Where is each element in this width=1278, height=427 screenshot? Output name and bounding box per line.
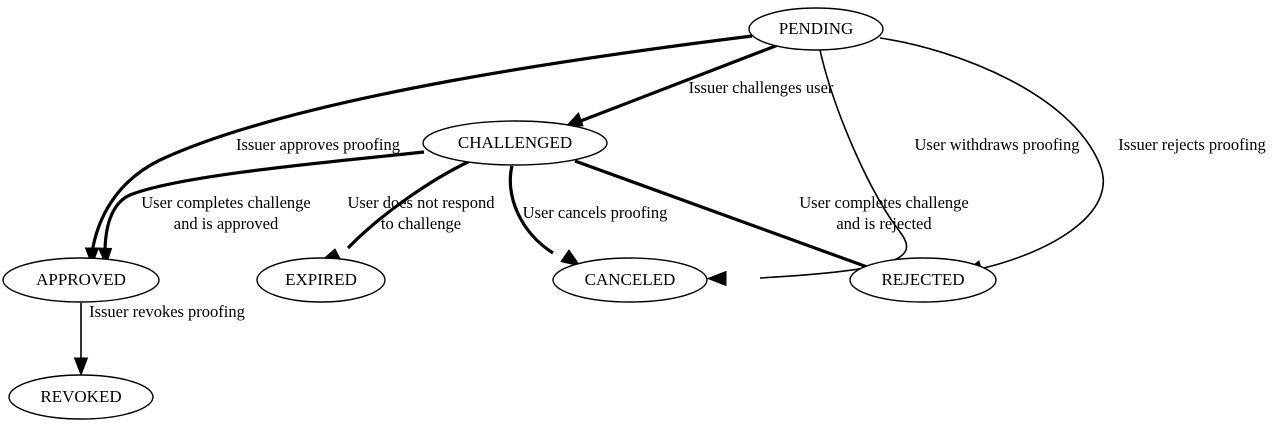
edge-challenged-approved: [97, 150, 425, 267]
edge-pending-approved: [84, 34, 753, 267]
node-challenged[interactable]: CHALLENGED: [422, 120, 608, 166]
edge-pending-rejected-path: [879, 37, 1104, 271]
arrowhead-challenged-approved: [97, 247, 113, 267]
edge-label-challenged-expired-line1: User does not respond: [347, 193, 495, 212]
edge-challenged-expired-path: [346, 159, 471, 250]
node-approved[interactable]: APPROVED: [2, 257, 160, 303]
edge-challenged-rejected-path: [574, 159, 871, 270]
edge-label-pending-rejected: Issuer rejects proofing: [1118, 135, 1266, 154]
edge-label-challenged-approved-line2: and is approved: [174, 214, 279, 233]
arrowhead-pending-approved: [84, 247, 100, 267]
edge-approved-revoked: [73, 303, 89, 377]
node-canceled[interactable]: CANCELED: [552, 257, 708, 303]
edge-label-pending-challenged: Issuer challenges user: [689, 78, 834, 97]
node-revoked-ellipse[interactable]: [8, 374, 154, 420]
arrowhead-approved-revoked: [73, 357, 89, 377]
edge-pending-canceled: [706, 49, 908, 287]
node-pending-label: PENDING: [779, 19, 854, 38]
edge-challenged-approved-path: [103, 150, 425, 254]
edge-label-challenged-expired-line2: to challenge: [381, 214, 461, 233]
node-revoked[interactable]: REVOKED: [8, 374, 154, 420]
edge-pending-rejected: [879, 37, 1104, 275]
node-rejected[interactable]: REJECTED: [849, 257, 997, 303]
edge-challenged-canceled-path: [508, 165, 554, 255]
node-approved-label: APPROVED: [36, 270, 126, 289]
edge-label-pending-approved: Issuer approves proofing: [236, 135, 400, 154]
arrowhead-pending-canceled: [706, 270, 727, 287]
node-expired-label: EXPIRED: [285, 270, 357, 289]
node-canceled-label: CANCELED: [585, 270, 676, 289]
node-rejected-label: REJECTED: [881, 270, 964, 289]
edge-label-challenged-approved-line1: User completes challenge: [141, 193, 311, 212]
edge-challenged-canceled: [508, 165, 582, 267]
node-rejected-ellipse[interactable]: [849, 257, 997, 303]
edge-label-pending-canceled: User withdraws proofing: [915, 135, 1080, 154]
arrowhead-challenged-canceled: [560, 249, 582, 267]
edge-label-challenged-canceled: User cancels proofing: [523, 203, 668, 222]
node-canceled-ellipse[interactable]: [552, 257, 708, 303]
node-expired-ellipse[interactable]: [256, 257, 386, 303]
node-revoked-label: REVOKED: [40, 387, 121, 406]
edge-label-challenged-rejected-line1: User completes challenge: [799, 193, 969, 212]
node-pending-ellipse[interactable]: [748, 7, 884, 51]
edge-label-challenged-rejected-line2: and is rejected: [836, 214, 932, 233]
node-challenged-ellipse[interactable]: [422, 120, 608, 166]
node-challenged-label: CHALLENGED: [458, 133, 572, 152]
edge-label-approved-revoked: Issuer revokes proofing: [89, 302, 245, 321]
edge-pending-approved-path: [90, 34, 753, 254]
edge-label-challenged-expired: User does not respond to challenge: [347, 193, 495, 233]
edge-pending-challenged-path: [577, 43, 779, 124]
edge-label-challenged-approved: User completes challenge and is approved: [141, 193, 311, 233]
edge-pending-canceled-path: [759, 49, 908, 279]
node-expired[interactable]: EXPIRED: [256, 257, 386, 303]
node-pending[interactable]: PENDING: [748, 7, 884, 51]
node-approved-ellipse[interactable]: [2, 257, 160, 303]
edge-label-challenged-rejected: User completes challenge and is rejected: [799, 193, 969, 233]
